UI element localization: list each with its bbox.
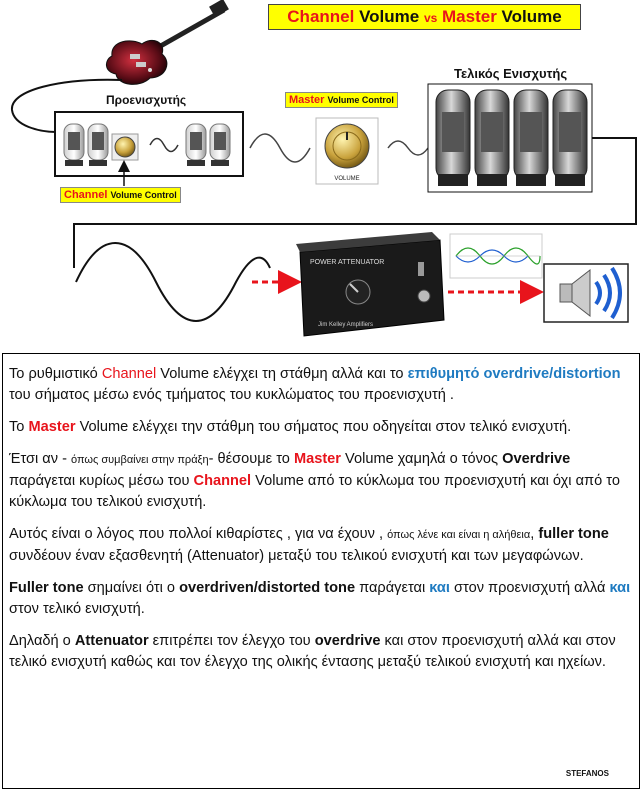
preamp-label: Προενισχυτής [106,93,186,107]
paragraph-1: Το ρυθμιστικό Channel Volume ελέγχει τη … [9,364,633,406]
paragraph-3: Έτσι αν - όπως συμβαίνει στην πράξη- θέσ… [9,449,633,513]
svg-text:Jim Kelley Amplifiers: Jim Kelley Amplifiers [318,322,373,328]
poweramp-label: Τελικός Ενισχυτής [454,66,567,81]
power-attenuator-device: POWER ATTENUATOR Jim Kelley Amplifiers [296,232,444,336]
output-wave [76,243,270,321]
signature: STEFANOS [566,763,609,784]
paragraph-4: Αυτός είναι ο λόγος που πολλοί κιθαρίστε… [9,524,633,567]
power-amp-tubes [428,84,592,192]
explanation-panel: Το ρυθμιστικό Channel Volume ελέγχει τη … [2,353,640,789]
svg-text:VOLUME: VOLUME [334,176,359,182]
paragraph-6: Δηλαδή ο Attenuator επιτρέπει τον έλεγχο… [9,631,633,673]
signal-chain-diagram: VOLUME PO [0,0,644,352]
paragraph-5: Fuller tone σημαίνει ότι ο overdriven/di… [9,578,633,620]
guitar-image [106,0,229,84]
master-volume-label: Master Volume Control [285,92,398,108]
speaker-icon [544,264,628,322]
mid-wave-2 [388,141,428,155]
master-volume-knob: VOLUME [316,118,378,184]
mid-wave-1 [250,134,310,162]
paragraph-2: Το Master Volume ελέγχει την στάθμη του … [9,417,633,438]
waveform-inset [450,234,542,278]
svg-text:POWER ATTENUATOR: POWER ATTENUATOR [310,259,384,266]
channel-volume-knob [112,134,138,160]
channel-volume-label: Channel Volume Control [60,187,181,203]
